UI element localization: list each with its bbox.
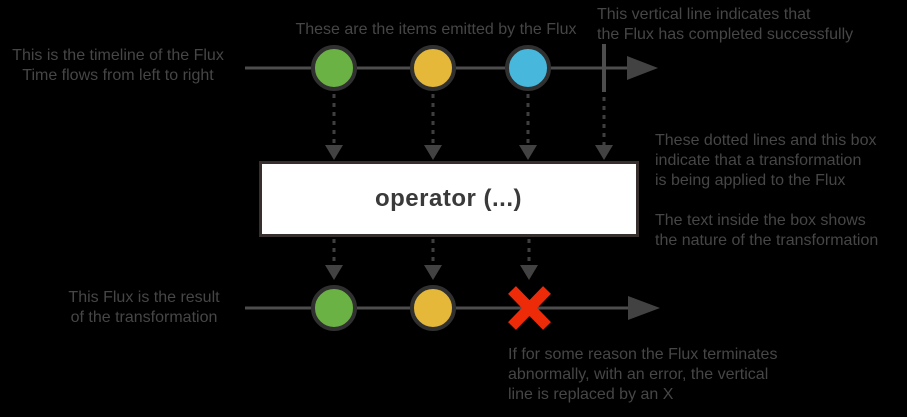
operator-box-label: operator (...) xyxy=(374,184,522,212)
timeline-caption: This is the timeline of the Flux Time fl… xyxy=(12,47,224,84)
transformation-caption: These dotted lines and this box indicate… xyxy=(655,132,877,189)
complete-caption: This vertical line indicates that the Fl… xyxy=(597,6,854,43)
dotted-arrowhead-icon xyxy=(325,265,343,280)
dotted-arrowhead-icon xyxy=(520,265,538,280)
source-timeline-arrowhead-icon xyxy=(627,56,658,80)
result-caption: This Flux is the result of the transform… xyxy=(68,289,220,326)
dotted-arrowhead-icon xyxy=(424,265,442,280)
items-caption: These are the items emitted by the Flux xyxy=(295,21,577,38)
result-item-circle-1 xyxy=(311,285,357,331)
error-x-icon xyxy=(508,286,551,330)
error-caption: If for some reason the Flux terminates a… xyxy=(508,346,778,403)
dotted-arrowhead-icon xyxy=(424,145,442,160)
source-item-circle-1 xyxy=(311,45,357,91)
source-item-circle-2 xyxy=(410,45,456,91)
result-timeline-arrowhead-icon xyxy=(628,296,660,320)
result-item-circle-2 xyxy=(410,285,456,331)
dotted-arrowhead-icon xyxy=(519,145,537,160)
operator-box xyxy=(259,161,639,237)
dotted-arrowhead-icon xyxy=(595,145,613,160)
box-text-caption: The text inside the box shows the nature… xyxy=(655,212,879,249)
dotted-arrowhead-icon xyxy=(325,145,343,160)
source-item-circle-3 xyxy=(505,45,551,91)
